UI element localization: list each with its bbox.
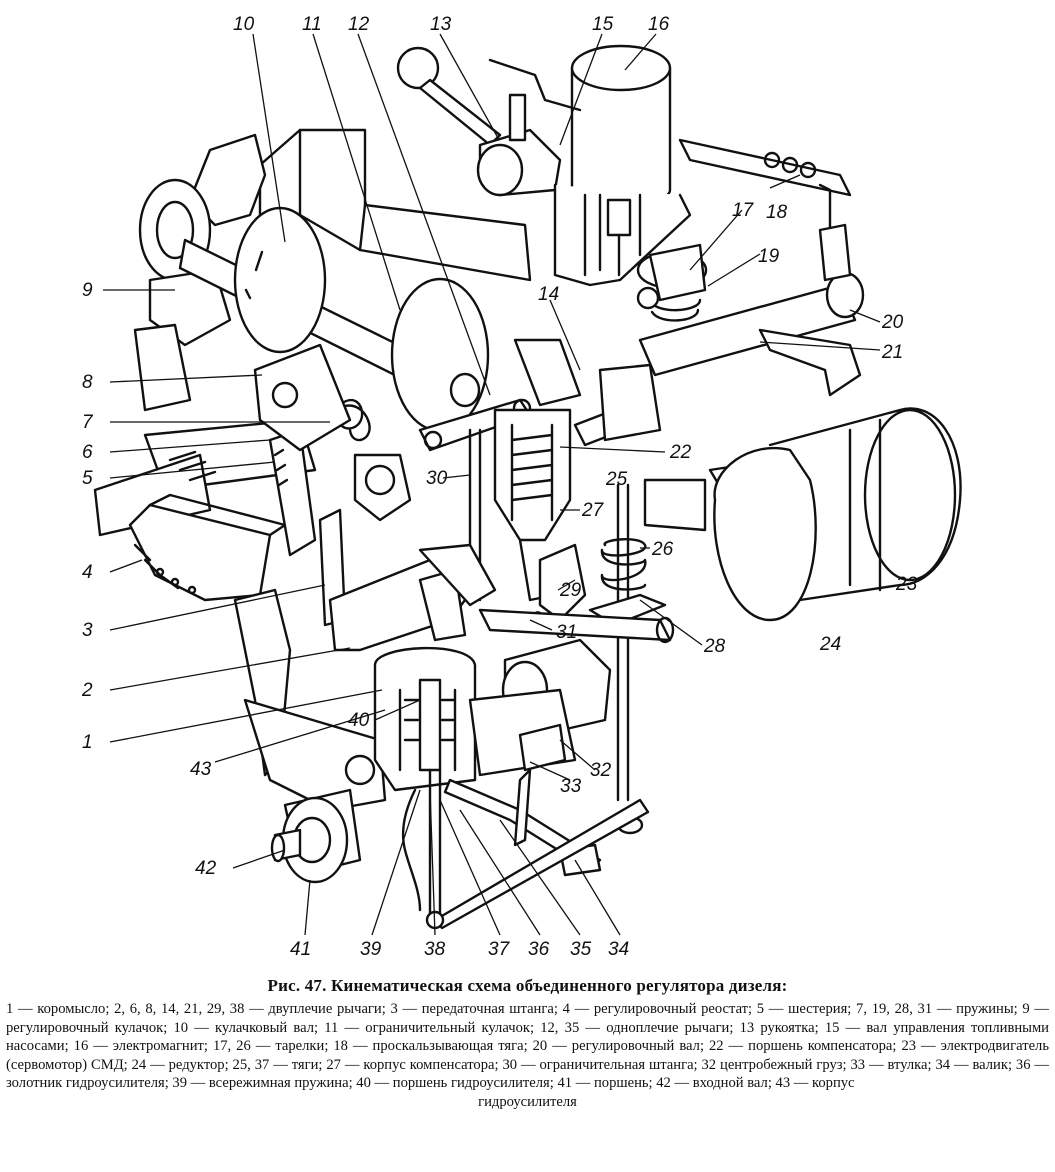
lower-linkage (401, 608, 675, 930)
label-16: 16 (648, 14, 670, 35)
figure-caption: Рис. 47. Кинематическая схема объединенн… (0, 976, 1055, 1111)
label-14: 14 (538, 284, 559, 305)
middle-shaft (573, 363, 662, 447)
label-7: 7 (82, 412, 94, 433)
regulating-cam-assembly (133, 133, 267, 412)
label-19: 19 (758, 246, 780, 267)
diagram-drawing: 10 11 12 13 15 16 17 18 19 20 21 14 22 2… (81, 14, 962, 960)
label-39: 39 (360, 939, 382, 960)
label-1: 1 (82, 732, 93, 753)
label-28: 28 (703, 636, 726, 657)
label-24: 24 (819, 634, 841, 655)
hydraulic-amplifier (373, 646, 477, 922)
label-36: 36 (528, 939, 550, 960)
centrifugal-weights (468, 638, 612, 777)
label-11: 11 (302, 14, 322, 35)
label-27: 27 (581, 500, 605, 521)
electromagnet (553, 44, 692, 287)
label-40: 40 (348, 710, 370, 731)
label-29: 29 (559, 580, 582, 601)
label-38: 38 (424, 939, 446, 960)
upper-housing (258, 128, 532, 282)
label-22: 22 (669, 442, 692, 463)
label-9: 9 (82, 280, 93, 301)
label-5: 5 (82, 468, 93, 489)
label-37: 37 (488, 939, 511, 960)
spring-19 (636, 243, 708, 322)
label-26: 26 (651, 539, 674, 560)
handle-13 (396, 46, 562, 197)
piston-41 (270, 788, 362, 884)
lever-8 (253, 343, 352, 452)
part-labels: 10 11 12 13 15 16 17 18 19 20 21 14 22 2… (81, 14, 918, 960)
label-30: 30 (426, 468, 448, 489)
label-8: 8 (82, 372, 93, 393)
label-3: 3 (82, 620, 93, 641)
lever-2 (318, 508, 497, 652)
label-20: 20 (881, 312, 904, 333)
rocker-1 (233, 588, 387, 812)
label-35: 35 (570, 939, 592, 960)
leader-lines (103, 33, 881, 936)
caption-legend: 1 — коромысло; 2, 6, 8, 14, 21, 29, 38 —… (6, 1001, 1049, 1092)
label-18: 18 (766, 202, 788, 223)
label-23: 23 (895, 574, 918, 595)
kinematic-diagram: 10 11 12 13 15 16 17 18 19 20 21 14 22 2… (81, 14, 962, 960)
label-34: 34 (608, 939, 629, 960)
lever-29 (538, 543, 587, 622)
label-4: 4 (82, 562, 93, 583)
slip-rod (488, 58, 852, 232)
label-12: 12 (348, 14, 370, 35)
regulating-shaft (638, 223, 865, 397)
label-31: 31 (556, 622, 577, 643)
label-13: 13 (430, 14, 452, 35)
label-17: 17 (732, 200, 755, 221)
label-21: 21 (881, 342, 903, 363)
label-32: 32 (590, 760, 612, 781)
label-41: 41 (290, 939, 311, 960)
servomotor (643, 407, 962, 622)
label-42: 42 (195, 858, 217, 879)
label-6: 6 (82, 442, 93, 463)
label-33: 33 (560, 776, 582, 797)
label-15: 15 (592, 14, 614, 35)
camshaft (178, 206, 490, 433)
caption-legend-tail: гидроусилителя (478, 1093, 577, 1110)
label-25: 25 (605, 469, 628, 490)
caption-title: Рис. 47. Кинематическая схема объединенн… (267, 976, 788, 995)
label-2: 2 (81, 680, 93, 701)
label-43: 43 (190, 759, 212, 780)
label-10: 10 (233, 14, 255, 35)
